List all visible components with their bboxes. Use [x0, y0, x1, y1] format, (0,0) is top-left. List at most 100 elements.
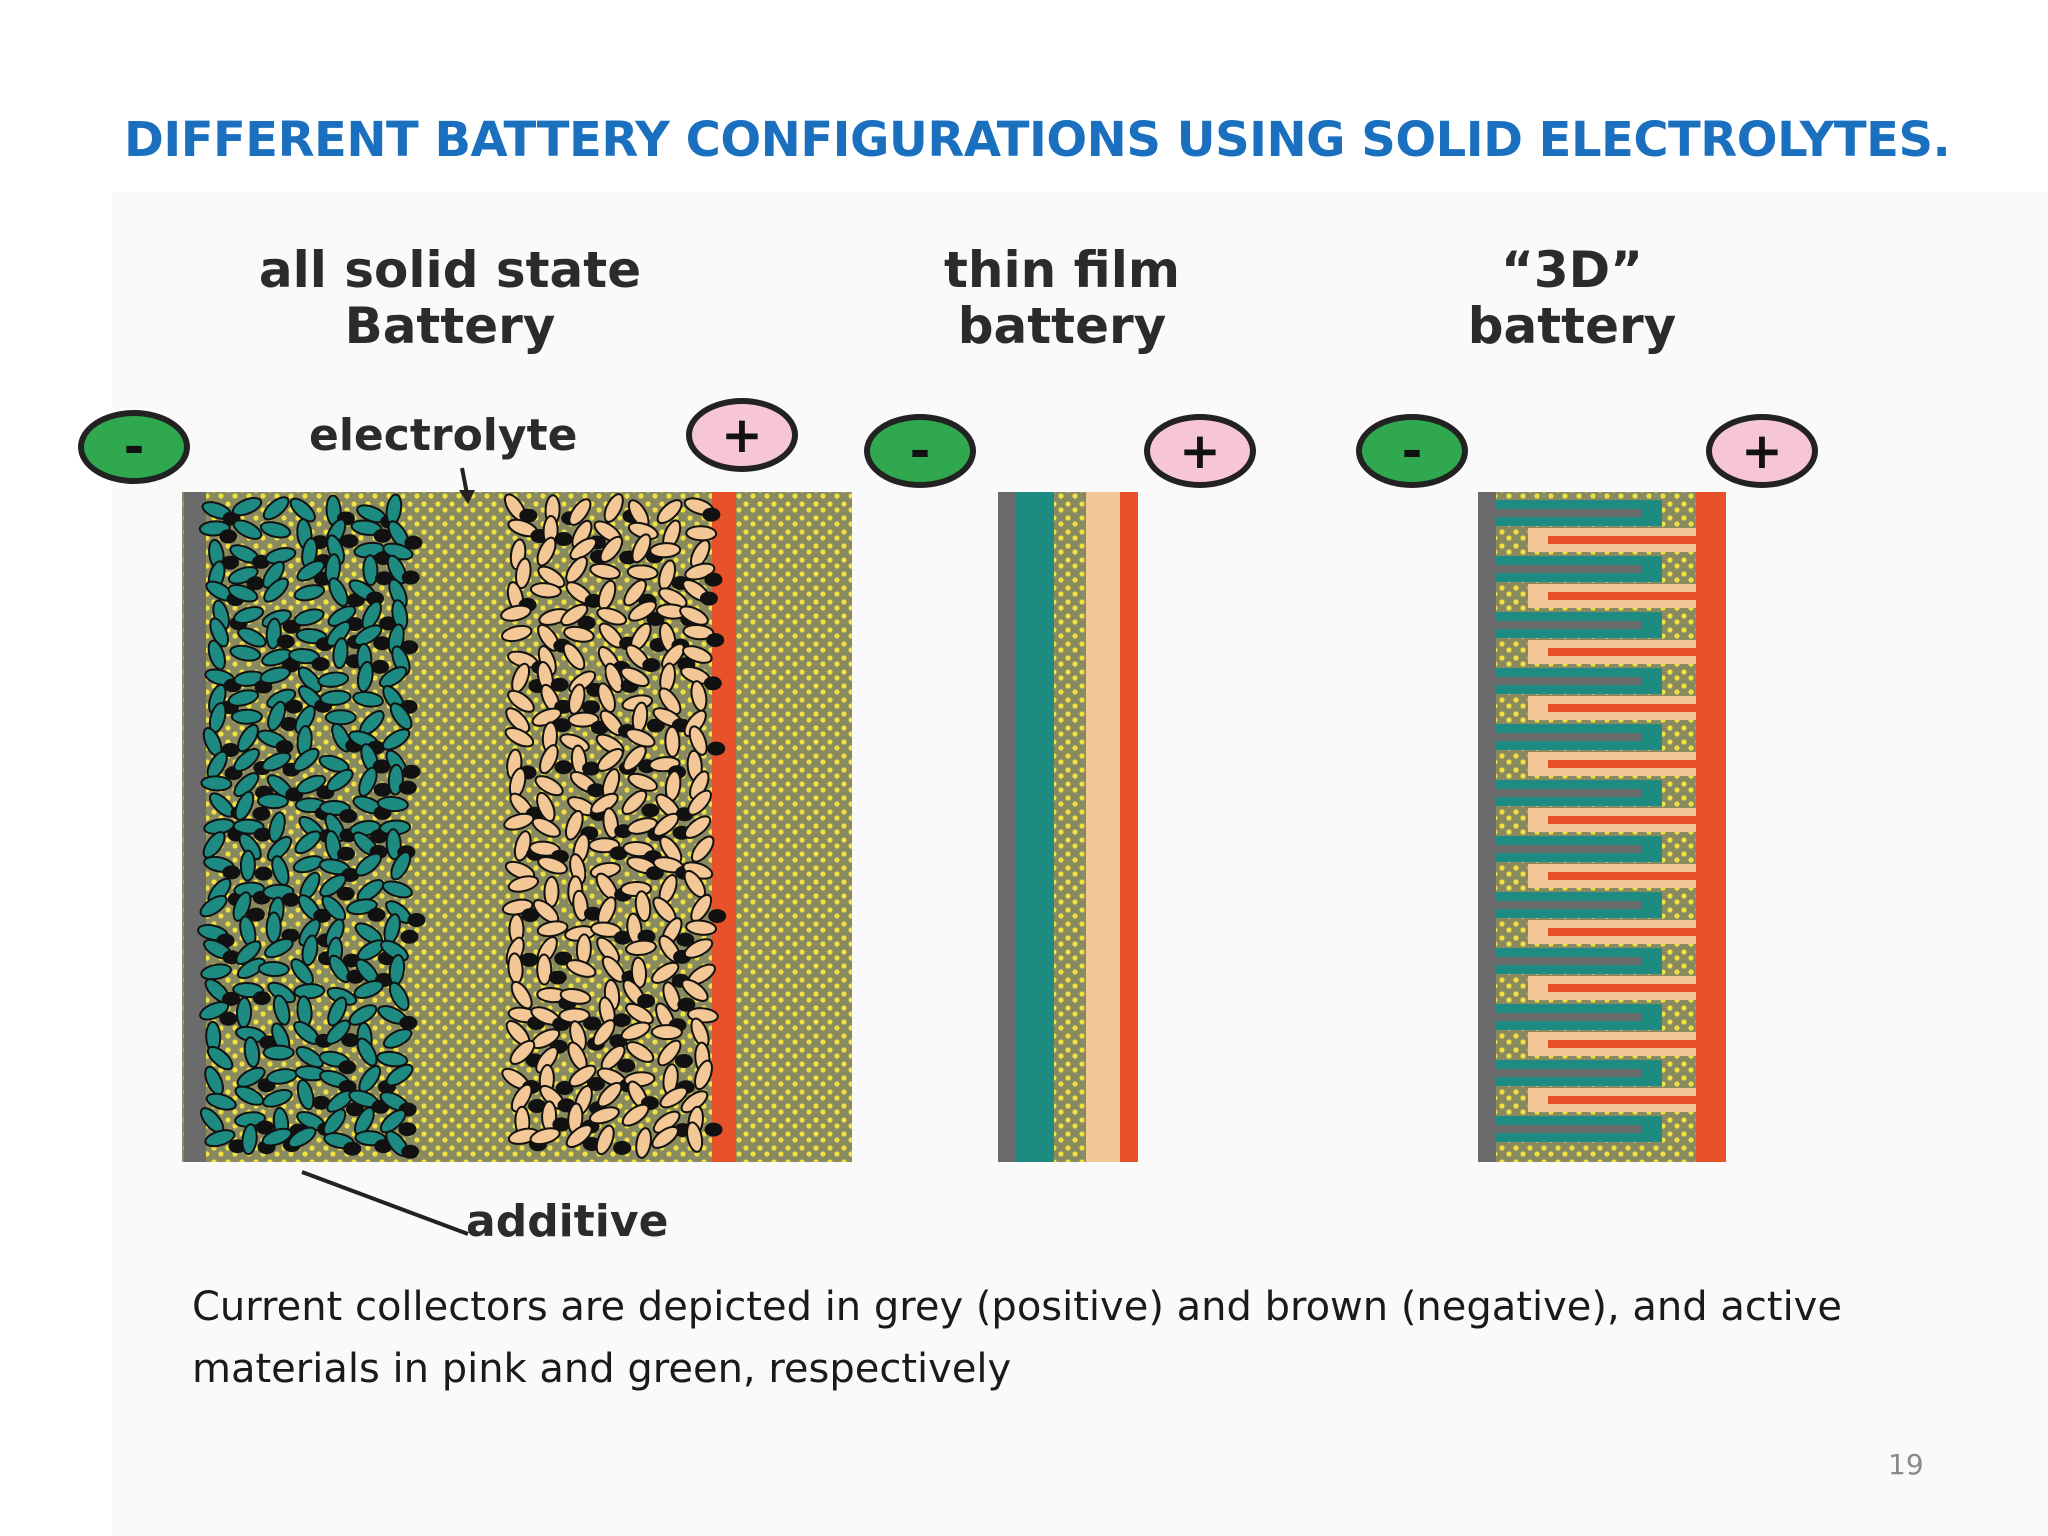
green-active-particle	[356, 1037, 378, 1067]
pink-active-particle	[635, 1127, 652, 1159]
additive-particle	[407, 913, 426, 927]
green-active-particle	[230, 708, 263, 725]
green-active-particle	[241, 1123, 258, 1156]
red-finger-core	[1548, 1040, 1696, 1048]
pink-active-particle	[597, 1081, 623, 1108]
additive-particle	[704, 572, 723, 587]
pink-active-particle	[683, 938, 714, 959]
additive-particle	[548, 970, 567, 985]
pink-active-particle	[596, 607, 628, 626]
green-active-particle	[199, 894, 228, 918]
grey-current-collector	[184, 492, 206, 1162]
thin-film-battery-diagram	[998, 492, 1138, 1162]
green-active-particle	[317, 671, 350, 688]
pink-active-particle	[601, 955, 626, 983]
all-solid-state-battery-diagram	[182, 492, 852, 1162]
green-active-particle	[237, 723, 259, 753]
slide-title: DIFFERENT BATTERY CONFIGURATIONS USING S…	[124, 112, 1951, 168]
positive-terminal-3: +	[1706, 414, 1818, 488]
additive-particle	[521, 908, 540, 923]
green-active-particle	[295, 1046, 324, 1069]
green-active-particle	[287, 1126, 317, 1149]
green-active-particle	[272, 994, 291, 1026]
additive-particle	[641, 803, 660, 818]
green-active-layer	[1016, 492, 1054, 1162]
green-active-particle	[353, 624, 383, 646]
additive-particle	[582, 700, 600, 715]
additive-particle	[706, 633, 725, 648]
green-active-particle	[327, 996, 348, 1027]
pink-active-particle	[634, 890, 652, 923]
additive-particle	[612, 1013, 631, 1028]
green-active-particle	[202, 830, 226, 859]
additive-particle	[253, 827, 272, 842]
green-active-particle	[237, 627, 267, 648]
green-active-particle	[376, 1050, 409, 1068]
green-active-particle	[205, 1092, 237, 1111]
pink-active-particle	[588, 837, 621, 854]
pink-active-particle	[682, 645, 713, 664]
electrolyte-leader-line	[460, 467, 469, 495]
pink-active-particle	[599, 535, 624, 563]
pink-active-particle	[562, 642, 586, 671]
additive-particle	[702, 507, 721, 522]
green-active-particle	[326, 768, 354, 793]
green-active-particle	[234, 790, 255, 821]
red-finger-core	[1548, 760, 1696, 768]
pink-active-particle	[563, 625, 595, 643]
green-active-particle	[236, 957, 266, 980]
additive-particle	[276, 634, 295, 649]
additive-particle	[637, 994, 656, 1008]
green-active-particle	[381, 728, 411, 751]
additive-particle	[554, 760, 573, 775]
additive-particle	[401, 1144, 420, 1159]
pink-active-particle	[529, 582, 562, 599]
pink-active-particle	[652, 812, 680, 837]
red-current-collector	[1696, 492, 1726, 1162]
grey-finger-core	[1496, 957, 1642, 965]
green-active-particle	[206, 1045, 234, 1071]
pink-active-particle	[559, 988, 592, 1005]
pink-active-particle	[569, 537, 598, 561]
pink-active-particle	[531, 817, 561, 838]
additive-particle	[311, 657, 330, 672]
green-active-particle	[297, 666, 323, 693]
green-active-particle	[346, 898, 378, 916]
green-active-particle	[264, 937, 294, 959]
green-active-particle	[352, 690, 384, 708]
additive-particle	[340, 534, 359, 549]
additive-particle	[617, 1058, 636, 1073]
red-finger-core	[1548, 592, 1696, 600]
additive-particle	[677, 997, 696, 1012]
green-active-particle	[233, 772, 260, 798]
additive-particle	[373, 636, 392, 651]
pink-active-particle	[631, 533, 652, 564]
green-active-particle	[232, 519, 263, 540]
additive-particle	[275, 740, 294, 754]
pink-active-particle	[625, 1002, 654, 1025]
green-active-particle	[376, 795, 409, 813]
green-active-particle	[293, 983, 326, 1000]
green-active-particle	[379, 1109, 407, 1134]
electrolyte-leader-arrow	[459, 490, 475, 504]
green-active-particle	[259, 666, 291, 685]
pink-active-particle	[621, 1103, 650, 1127]
pink-active-particle	[690, 835, 715, 863]
additive-particle	[379, 616, 398, 631]
pink-active-particle	[686, 1121, 704, 1153]
green-active-particle	[353, 980, 384, 999]
pink-active-particle	[620, 1021, 651, 1041]
pink-active-particle	[504, 726, 535, 748]
additive-particle	[699, 591, 718, 606]
additive-particle	[281, 892, 300, 907]
pink-active-particle	[588, 1106, 620, 1125]
red-finger-core	[1548, 872, 1696, 880]
battery-diagram	[182, 467, 1726, 1236]
panel-label-3d: “3D” battery	[1467, 241, 1677, 355]
pink-active-particle	[505, 707, 531, 734]
green-active-particle	[292, 747, 320, 772]
additive-particle	[552, 1117, 571, 1132]
green-active-particle	[386, 554, 408, 585]
3d-battery-diagram	[1478, 492, 1726, 1162]
red-finger-core	[1548, 648, 1696, 656]
